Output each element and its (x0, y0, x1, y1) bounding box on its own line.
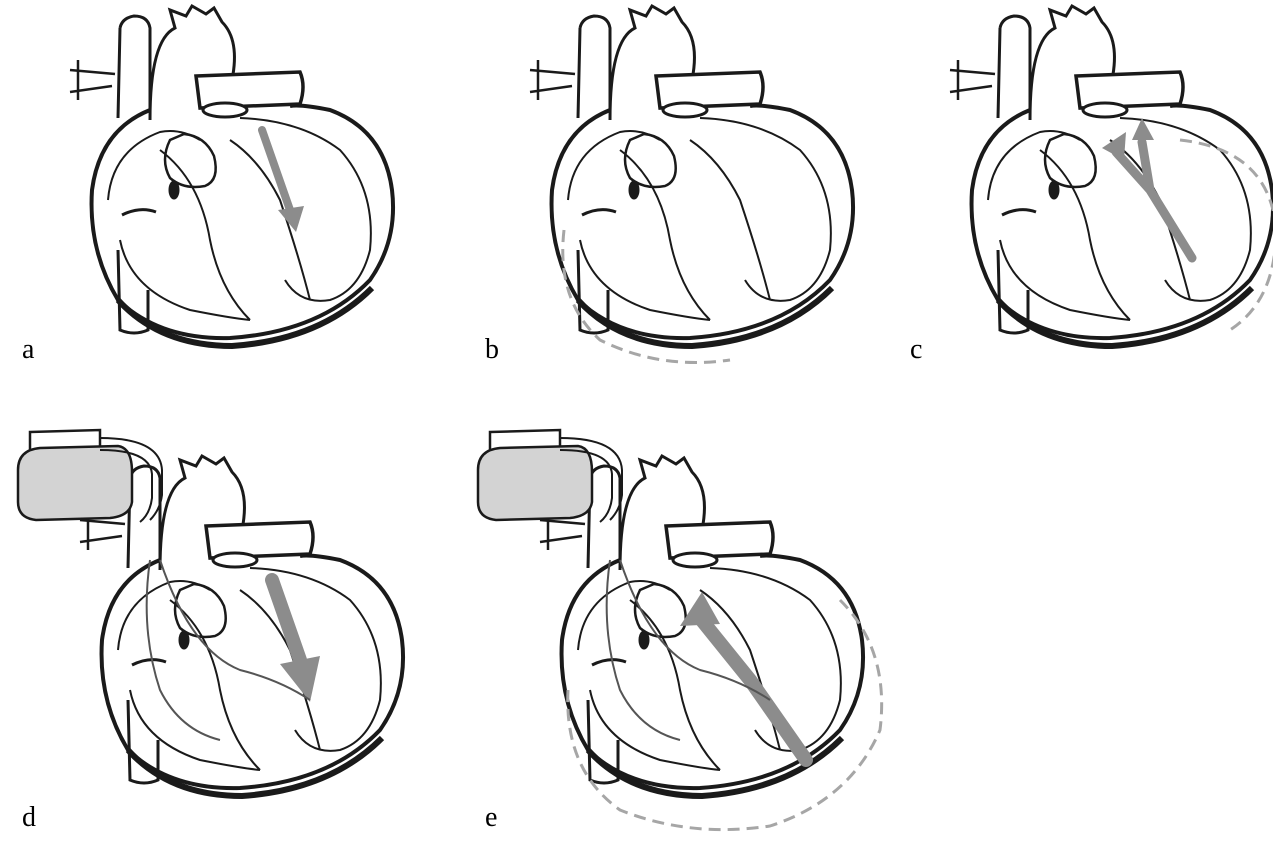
superior-vena-cava (118, 16, 150, 118)
heart-outline (552, 106, 854, 339)
right-ventricle-wall (580, 240, 710, 320)
panel-label: d (22, 804, 36, 832)
chamber-walls (568, 131, 770, 320)
pulmonary-artery (1076, 72, 1183, 108)
valve-ring (673, 553, 717, 567)
pulmonary-veins (70, 60, 115, 100)
heart-illustration (880, 0, 1273, 370)
blood-flow-arrow (262, 130, 290, 210)
heart-illustration (0, 410, 440, 843)
panel-c: c (880, 0, 1273, 370)
panel-label: e (485, 804, 497, 832)
left-ventricle-wall (700, 118, 831, 301)
valve-mark (592, 660, 626, 665)
coronary-sinus (629, 181, 639, 199)
right-ventricle-wall (1000, 240, 1130, 320)
superior-vena-cava (578, 16, 610, 118)
valve-mark (132, 660, 166, 665)
panel-d: d (0, 410, 440, 843)
panel-a: a (0, 0, 420, 370)
left-ventricle-wall (240, 118, 371, 301)
heart-group (70, 6, 393, 346)
valve-mark (582, 210, 616, 215)
blood-flow-arrow (272, 580, 300, 660)
heart-illustration (460, 410, 900, 843)
valve-ring (213, 553, 257, 567)
valve-ring (1083, 103, 1127, 117)
valve-ring (203, 103, 247, 117)
valve-mark (1002, 210, 1036, 215)
panel-label: c (910, 336, 922, 364)
coronary-sinus (179, 631, 189, 649)
valve-ring (663, 103, 707, 117)
valve-mark (122, 210, 156, 215)
heart-group (540, 456, 882, 830)
coronary-sinus (1049, 181, 1059, 199)
chamber-walls (988, 131, 1190, 320)
pulmonary-veins (530, 60, 575, 100)
panel-b: b (460, 0, 880, 370)
pulmonary-artery (656, 72, 763, 108)
heart-group (950, 6, 1273, 346)
blood-flow-arrow (1116, 142, 1192, 258)
heart-illustration (0, 0, 420, 370)
pulmonary-artery (196, 72, 303, 108)
blood-flow-arrowhead (278, 206, 304, 232)
pacemaker-device (478, 430, 622, 522)
heart-group (530, 6, 853, 363)
pacemaker-body (478, 446, 592, 520)
chamber-walls (108, 131, 310, 320)
coronary-sinus (639, 631, 649, 649)
panel-e: e (460, 410, 900, 843)
pulmonary-artery (206, 522, 313, 558)
blood-flow-arrowhead (280, 656, 320, 702)
pulmonary-artery (666, 522, 773, 558)
pacemaker-body (18, 446, 132, 520)
pulmonary-veins (950, 60, 995, 100)
panel-label: b (485, 336, 499, 364)
superior-vena-cava (998, 16, 1030, 118)
right-ventricle-wall (120, 240, 250, 320)
heart-illustration (460, 0, 880, 370)
pacemaker-device (18, 430, 162, 522)
heart-outline (92, 106, 394, 339)
blood-flow-arrowhead (680, 592, 720, 626)
coronary-sinus (169, 181, 179, 199)
panel-label: a (22, 336, 34, 364)
